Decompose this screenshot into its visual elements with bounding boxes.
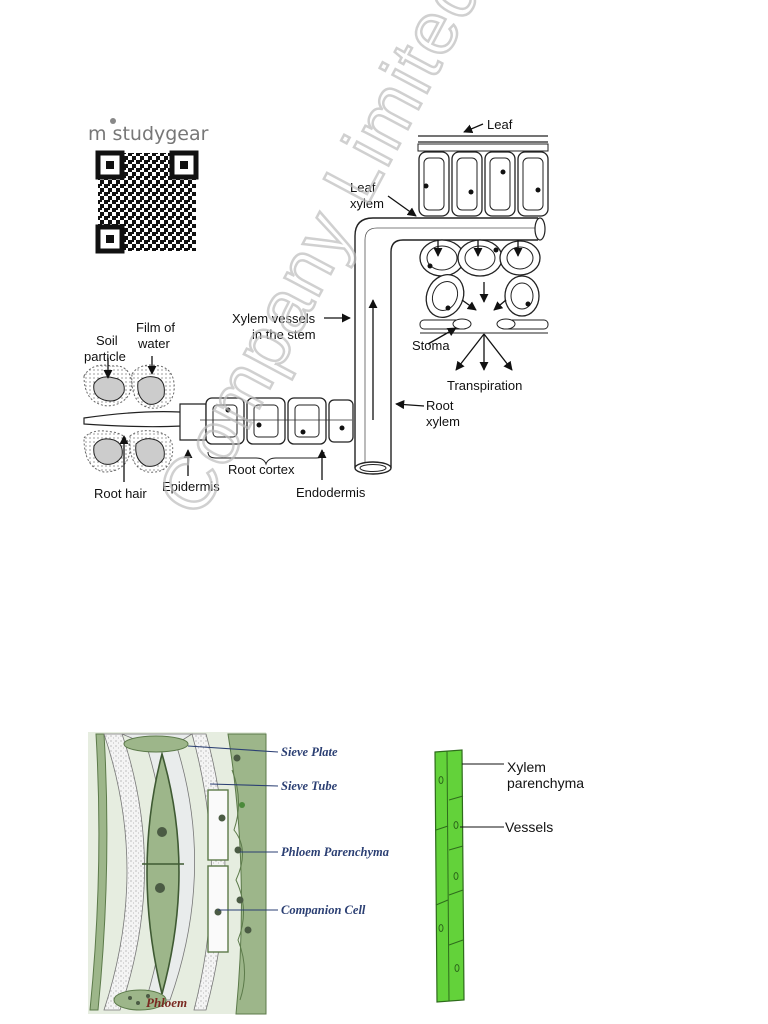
label-companion-cell: Companion Cell <box>281 903 366 917</box>
label-phloem-parenchyma: Phloem Parenchyma <box>281 845 389 859</box>
label-root-hair: Root hair <box>94 486 147 501</box>
label-leaf-xylem-2: xylem <box>350 196 384 211</box>
root-hair <box>83 403 207 441</box>
label-film-2: water <box>137 336 170 351</box>
label-root-cortex: Root cortex <box>228 462 295 477</box>
label-leaf-xylem-1: Leaf <box>350 180 376 195</box>
phloem-tissue <box>89 733 267 1015</box>
label-transpiration: Transpiration <box>447 378 522 393</box>
xylem-pointers <box>460 763 504 828</box>
xylem-tissue <box>434 749 465 1003</box>
leaf-epidermis <box>417 135 549 152</box>
label-root-xylem-1: Root <box>426 398 454 413</box>
label-pointers <box>103 123 484 482</box>
label-xylem-parenchyma-1: Xylem <box>507 759 546 775</box>
label-leaf: Leaf <box>487 117 513 132</box>
label-soil-2: particle <box>84 349 126 364</box>
soil-particles <box>83 364 175 473</box>
label-soil-1: Soil <box>96 333 118 348</box>
label-xylem-stem-1: Xylem vessels <box>232 311 316 326</box>
transpiration-arrows <box>455 333 513 371</box>
label-endodermis: Endodermis <box>296 485 366 500</box>
label-vessels: Vessels <box>505 819 553 835</box>
leaf-lower-epidermis <box>419 318 549 334</box>
leaf-spongy-cells <box>419 239 541 318</box>
label-epidermis: Epidermis <box>162 479 220 494</box>
label-stoma: Stoma <box>412 338 450 353</box>
phloem-pointers <box>187 745 279 911</box>
studygear-logo: m studygear <box>88 118 209 145</box>
root-cortex-cells <box>200 397 354 445</box>
label-xylem-stem-2: in the stem <box>252 327 316 342</box>
label-sieve-tube: Sieve Tube <box>281 779 338 793</box>
xylem-vessel-pipe <box>354 217 546 475</box>
label-root-xylem-2: xylem <box>426 414 460 429</box>
label-film-1: Film of <box>136 320 175 335</box>
leaf-palisade-cells <box>418 151 549 217</box>
label-sieve-plate: Sieve Plate <box>281 745 338 759</box>
label-xylem-parenchyma-2: parenchyma <box>507 775 584 791</box>
label-phloem-caption: Phloem <box>146 995 187 1010</box>
qr-code-icon <box>95 150 199 254</box>
logo-text: m studygear <box>88 123 209 145</box>
